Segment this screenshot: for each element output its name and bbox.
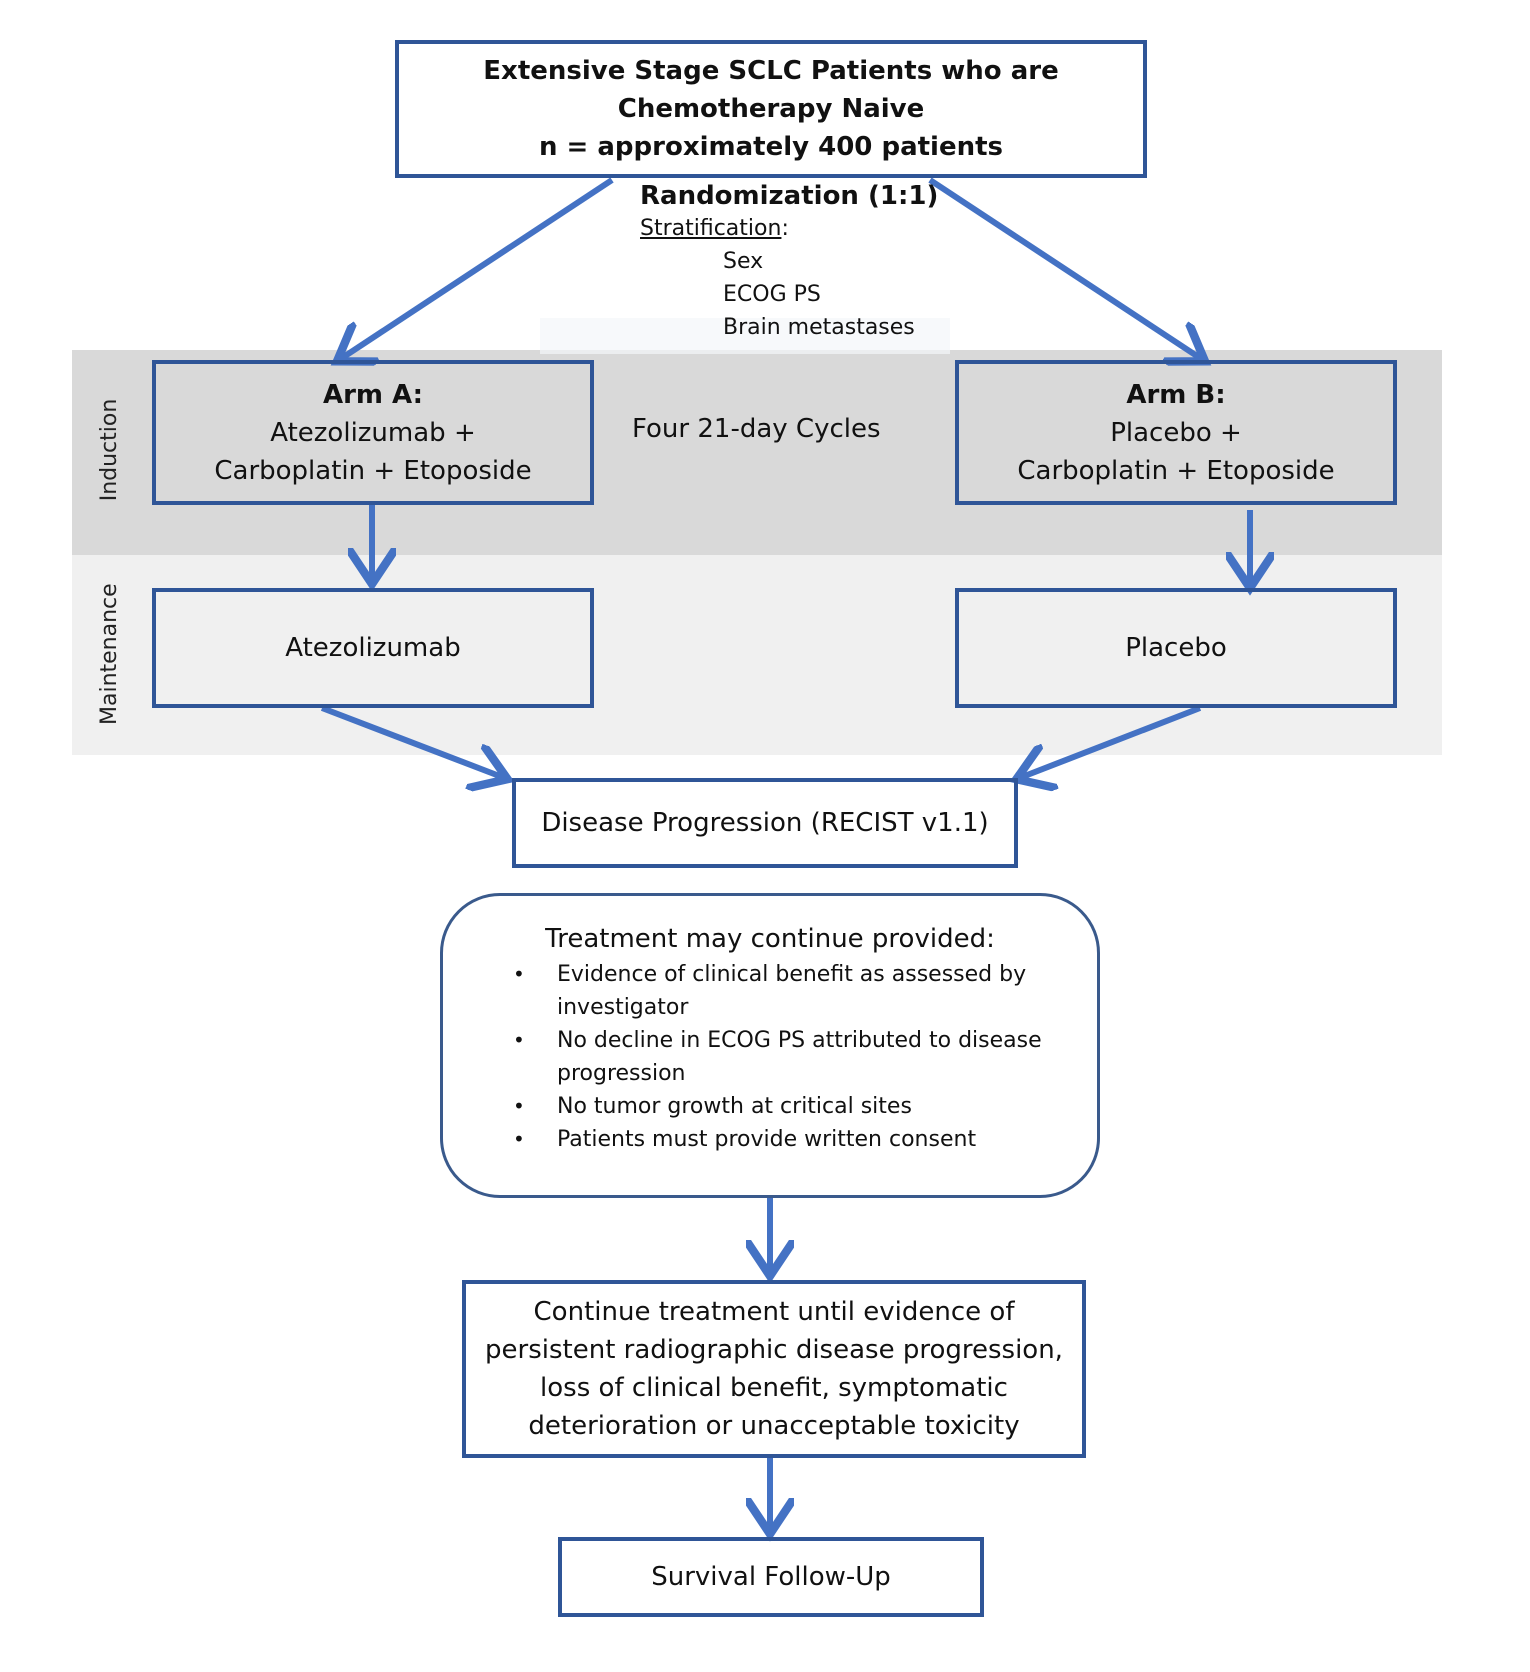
arm-b-title: Arm B: — [1126, 379, 1226, 410]
arm-b-maintenance-box: Placebo — [955, 588, 1397, 708]
continue-until-box: Continue treatment until evidence of per… — [462, 1280, 1086, 1458]
population-line-3: n = approximately 400 patients — [538, 132, 1003, 162]
criteria-item: No decline in ECOG PS attributed to dise… — [513, 1024, 1057, 1090]
randomization-title: Randomization (1:1) — [640, 181, 939, 211]
stratification-factor: Sex — [723, 249, 764, 274]
faint-overlay — [540, 318, 950, 354]
arm-b-maintenance-label: Placebo — [1125, 633, 1227, 663]
arrow-arm-b-to-progression — [1022, 705, 1202, 777]
stratification-block: Stratification: — [640, 212, 789, 245]
until-line-2: persistent radiographic disease progress… — [485, 1335, 1063, 1365]
criteria-item: Patients must provide written consent — [513, 1123, 1057, 1156]
population-line-2: Chemotherapy Naive — [617, 94, 925, 124]
arm-a-line-2: Carboplatin + Etoposide — [214, 455, 532, 486]
until-line-1: Continue treatment until evidence of — [533, 1297, 1015, 1327]
arrow-top-to-arm-a — [342, 177, 614, 358]
cycles-label: Four 21-day Cycles — [632, 414, 881, 444]
arm-a-title: Arm A: — [322, 379, 424, 410]
arm-a-line-1: Atezolizumab + — [270, 417, 476, 448]
arm-b-line-1: Placebo + — [1110, 417, 1242, 448]
arm-a-maintenance-label: Atezolizumab — [285, 633, 461, 663]
arrow-arm-a-to-progression — [320, 705, 502, 777]
stratification-factor: Brain metastases — [723, 315, 915, 340]
stratification-factor: ECOG PS — [723, 282, 821, 307]
arm-a-maintenance-box: Atezolizumab — [152, 588, 594, 708]
criteria-item: No tumor growth at critical sites — [513, 1090, 1057, 1123]
continuation-heading: Treatment may continue provided: — [545, 924, 995, 954]
until-line-3: loss of clinical benefit, symptomatic — [540, 1373, 1008, 1403]
induction-band — [72, 350, 1442, 555]
progression-label: Disease Progression (RECIST v1.1) — [541, 808, 989, 838]
survival-followup-box: Survival Follow-Up — [558, 1537, 984, 1617]
stratification-colon: : — [781, 216, 789, 241]
continuation-criteria-list: Evidence of clinical benefit as assessed… — [513, 958, 1057, 1156]
stratification-factors: Sex ECOG PS Brain metastases — [723, 245, 915, 344]
arm-a-induction-box: Arm A: Atezolizumab + Carboplatin + Etop… — [152, 360, 594, 505]
until-line-4: deterioration or unacceptable toxicity — [528, 1411, 1020, 1441]
survival-followup-label: Survival Follow-Up — [651, 1562, 891, 1592]
population-box: Extensive Stage SCLC Patients who are Ch… — [395, 40, 1147, 178]
population-line-1: Extensive Stage SCLC Patients who are — [483, 56, 1059, 86]
criteria-item: Evidence of clinical benefit as assessed… — [513, 958, 1057, 1024]
arm-b-line-2: Carboplatin + Etoposide — [1017, 455, 1335, 486]
stratification-label: Stratification — [640, 216, 782, 241]
arm-b-induction-box: Arm B: Placebo + Carboplatin + Etoposide — [955, 360, 1397, 505]
continuation-criteria-box: Treatment may continue provided: Evidenc… — [440, 893, 1100, 1198]
progression-box: Disease Progression (RECIST v1.1) — [512, 778, 1018, 868]
arrow-top-to-arm-b — [928, 177, 1200, 358]
